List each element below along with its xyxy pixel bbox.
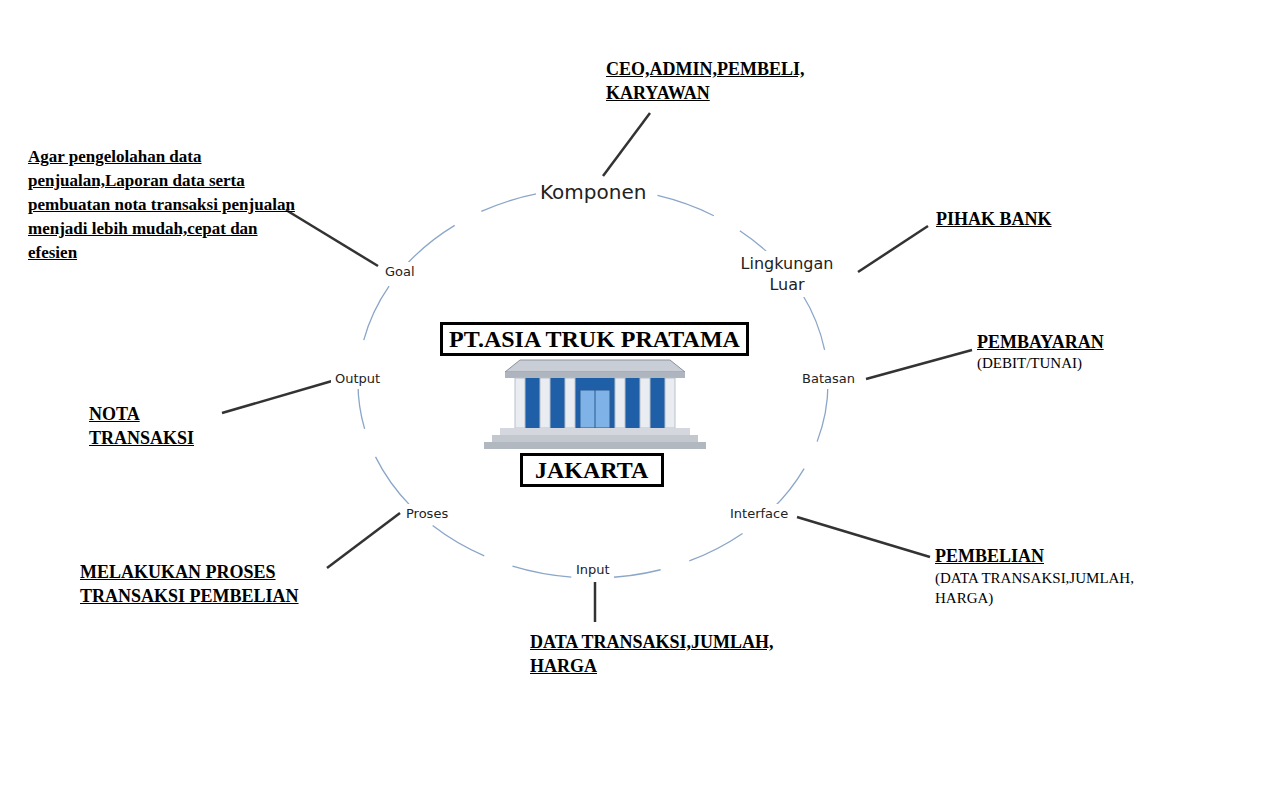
ring-label: Lingkungan Luar [723, 251, 851, 297]
input-text: DATA TRANSAKSI,JUMLAH, HARGA [530, 630, 820, 678]
boundary-note: (DEBIT/TUNAI) [977, 353, 1082, 373]
ring-label: Output [331, 369, 384, 389]
box-title: JAKARTA [535, 457, 649, 483]
output-text: NOTA TRANSAKSI [89, 402, 209, 450]
goal-text: Agar pengelolahan data penjualan,Laporan… [28, 145, 296, 265]
component-text: CEO,ADMIN,PEMBELI, KARYAWAN [606, 57, 846, 105]
interface-text: PEMBELIAN [935, 544, 1044, 568]
company-box: PT.ASIA TRUK PRATAMA [440, 322, 749, 356]
city-box: JAKARTA [520, 453, 664, 487]
process-text: MELAKUKAN PROSES TRANSAKSI PEMBELIAN [80, 560, 345, 608]
ring-label: Batasan [798, 369, 859, 389]
leader-lines [222, 113, 972, 622]
ring-label: Input [572, 560, 614, 580]
box-title: PT.ASIA TRUK PRATAMA [449, 326, 740, 352]
ring-label: Goal [381, 262, 419, 282]
ring-label: Interface [726, 504, 792, 524]
interface-note: (DATA TRANSAKSI,JUMLAH, HARGA) [935, 568, 1190, 608]
environment-text: PIHAK BANK [936, 207, 1052, 231]
ring-label: Proses [402, 504, 452, 524]
system-ring [358, 188, 828, 578]
ring-label: Komponen [536, 178, 650, 206]
building-icon [484, 360, 706, 449]
boundary-text: PEMBAYARAN [977, 330, 1104, 354]
